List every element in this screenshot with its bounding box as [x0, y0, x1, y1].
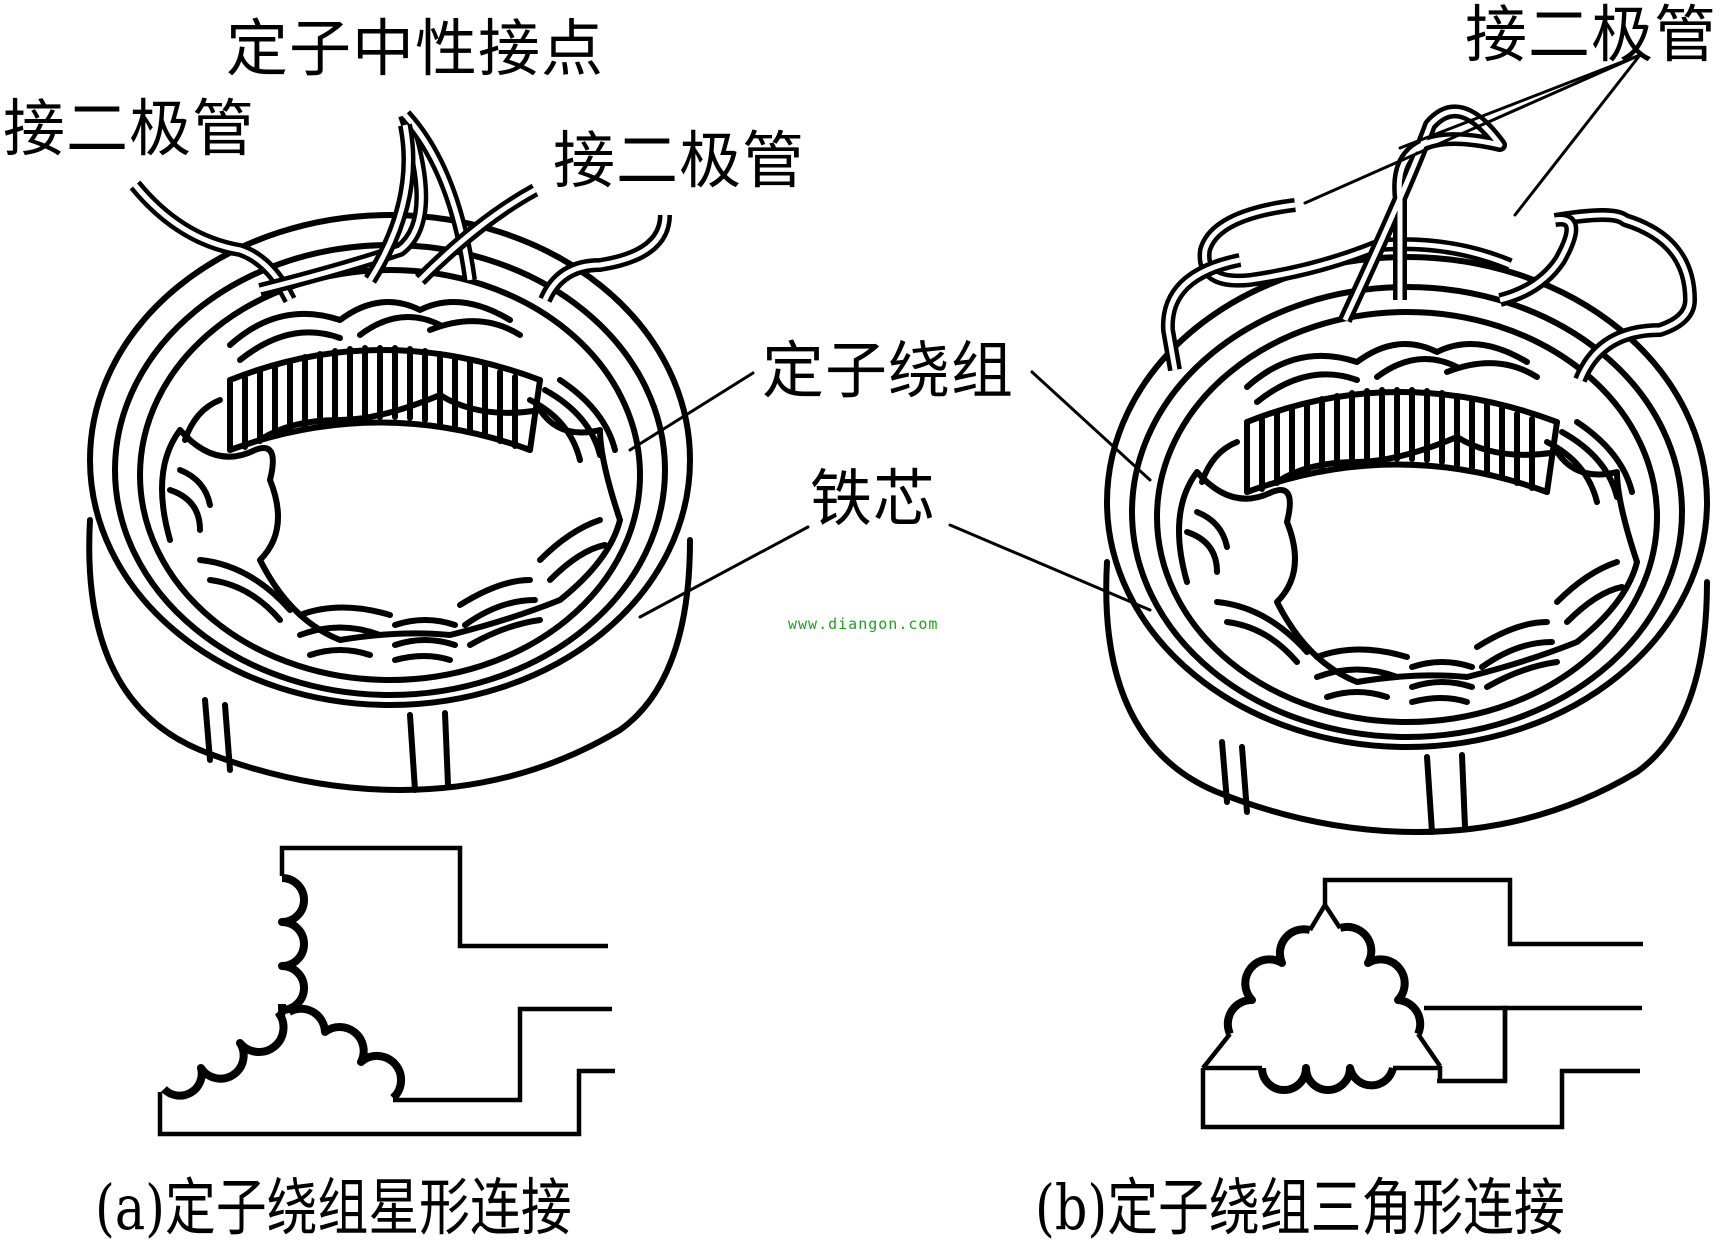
watermark: www.diangon.com — [788, 615, 939, 633]
caption-b: (b)定子绕组三角形连接 — [1035, 1171, 1565, 1244]
label-diode-left-a: 接二极管 — [3, 92, 256, 165]
leaders-b — [948, 53, 1642, 612]
caption-a: (a)定子绕组星形连接 — [95, 1171, 572, 1244]
stator-a — [89, 110, 810, 790]
leader-stator-winding-b — [1030, 370, 1152, 482]
label-neutral-point: 定子中性接点 — [226, 12, 605, 85]
leader-iron-core-a — [638, 525, 810, 619]
leader-iron-core-b — [948, 523, 1152, 612]
star-connection-schematic — [157, 845, 615, 1137]
label-diode-right-a: 接二极管 — [553, 124, 806, 197]
leader-diode-b-mid — [1398, 53, 1642, 150]
leader-stator-winding-a — [628, 371, 755, 452]
leader-diode-b-right — [1513, 53, 1642, 217]
lead-wires-a — [129, 110, 672, 304]
label-diode-b: 接二极管 — [1465, 0, 1718, 71]
lead-wires-b — [1160, 104, 1697, 383]
label-iron-core: 铁芯 — [810, 462, 937, 535]
delta-connection-schematic — [1200, 877, 1643, 1130]
leader-diode-b-left — [1303, 53, 1642, 205]
label-stator-winding: 定子绕组 — [762, 334, 1015, 407]
